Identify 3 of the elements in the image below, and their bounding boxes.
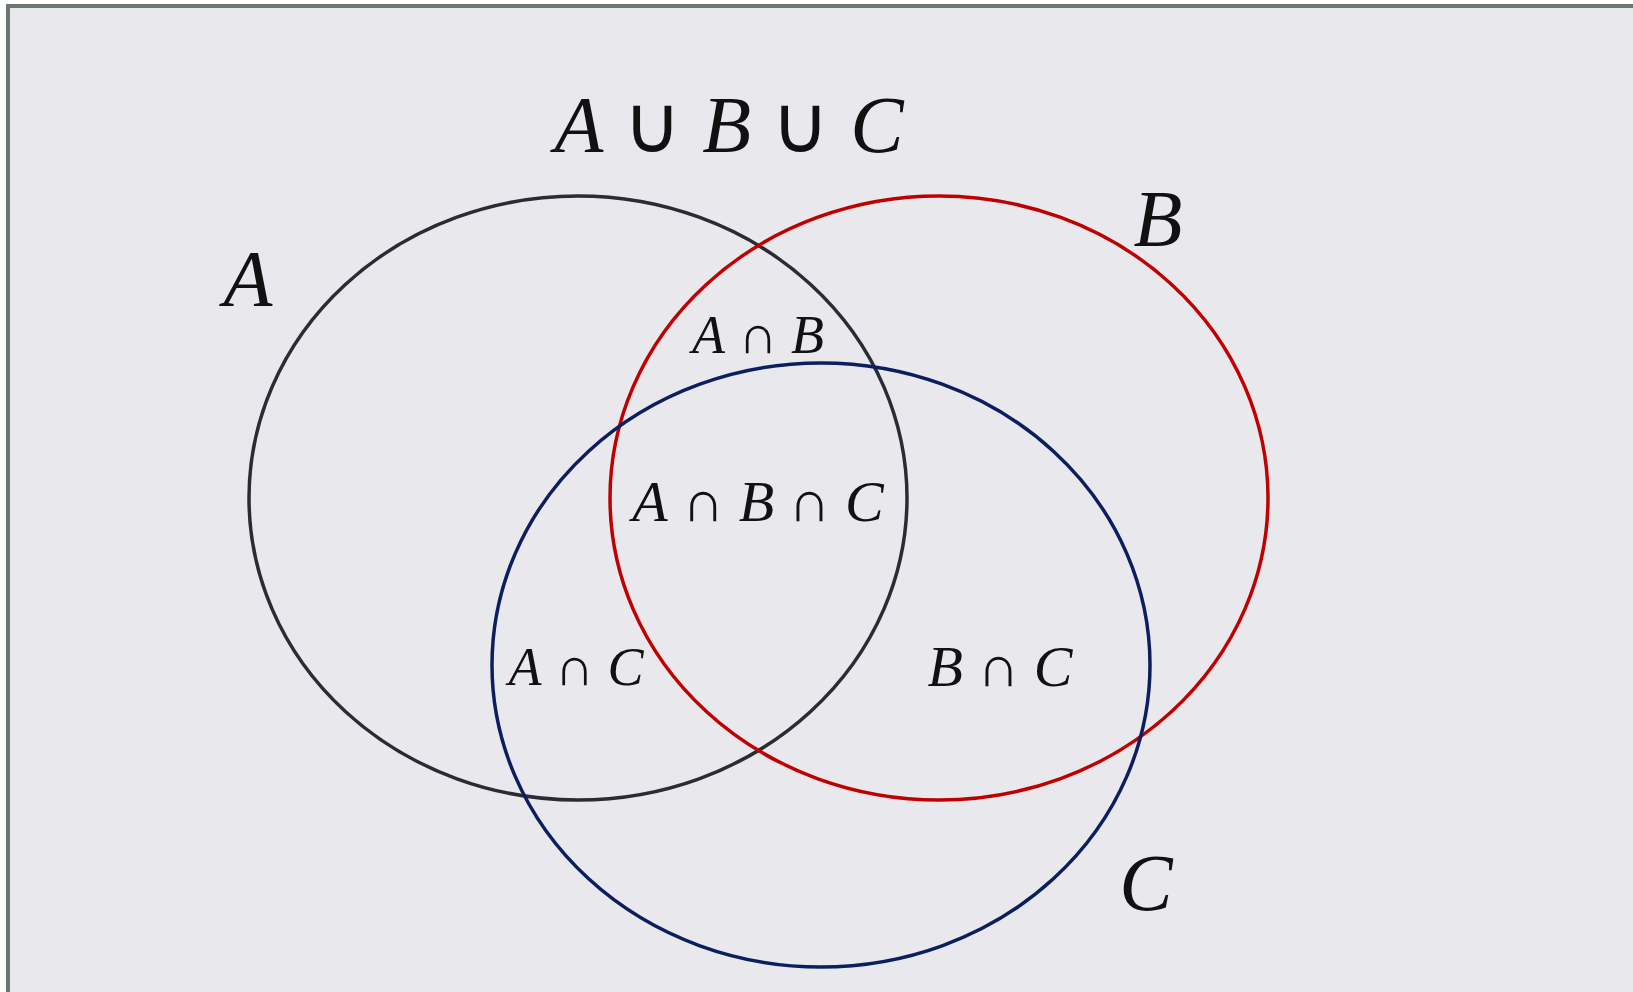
set-label: C: [1119, 843, 1173, 923]
set-label: B: [1133, 179, 1183, 259]
intersection-label: B ∩ C: [927, 638, 1073, 696]
